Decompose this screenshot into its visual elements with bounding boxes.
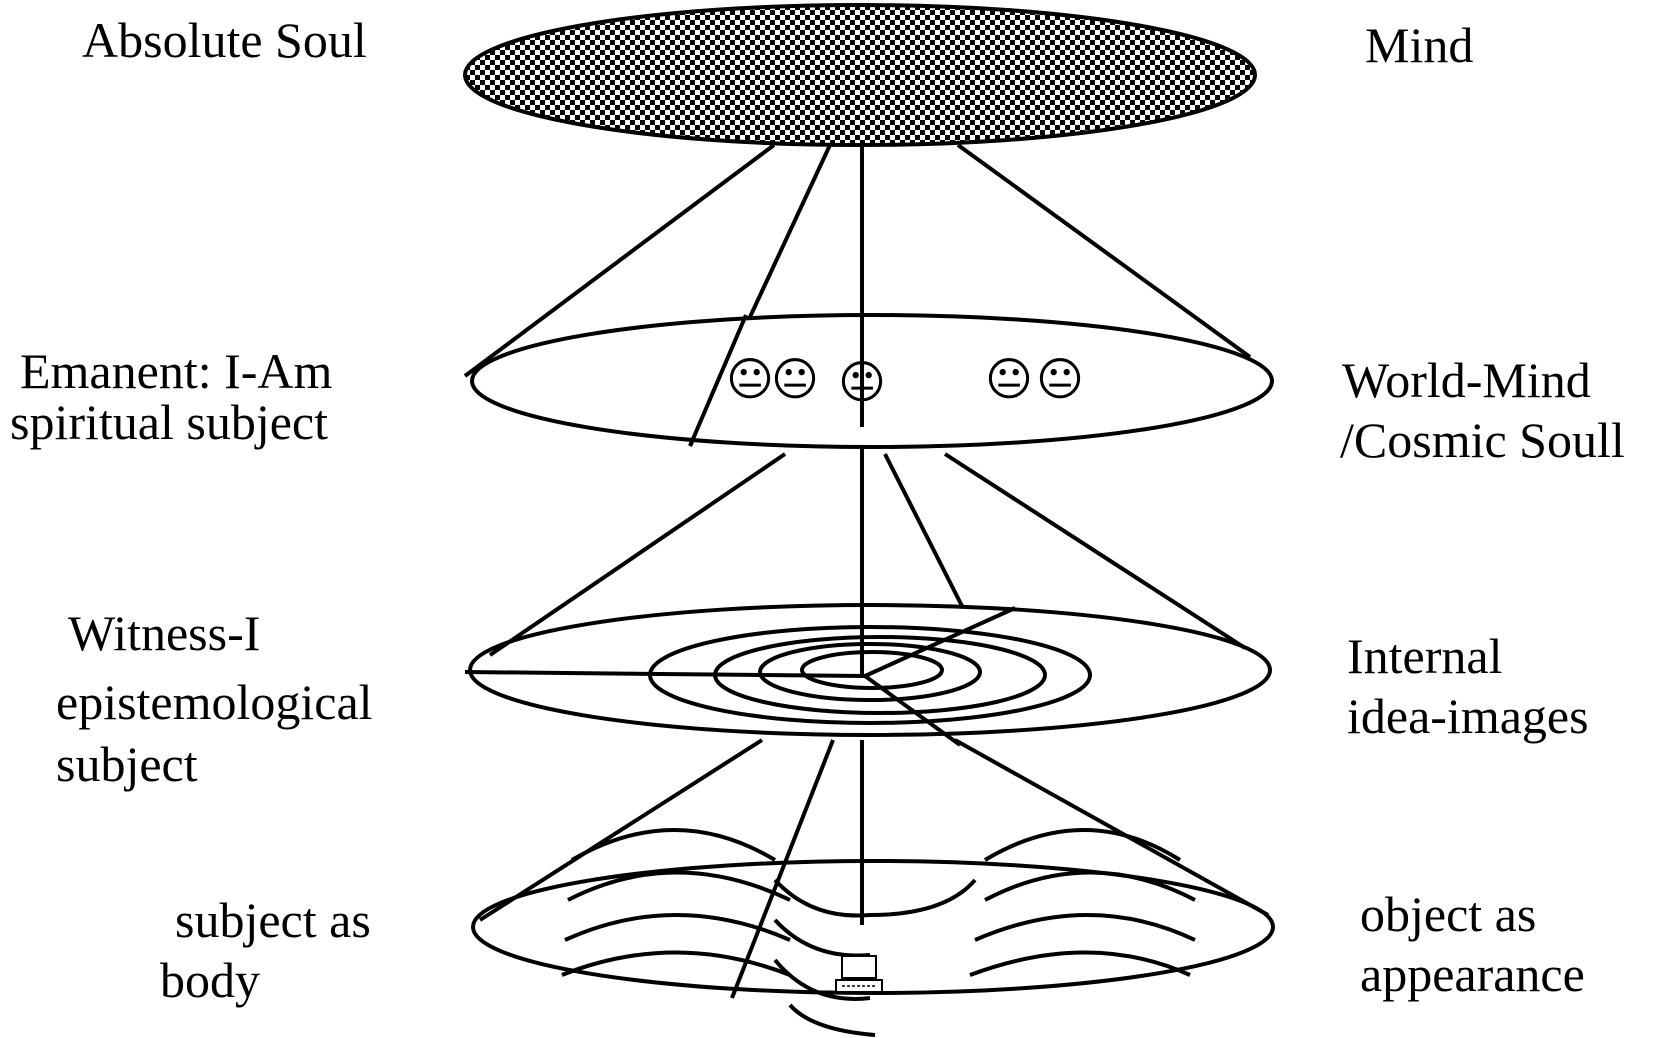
label-mind: Mind [1365,17,1474,73]
world-mind-ellipse [470,313,1274,449]
label-epistemological: epistemological [56,674,373,730]
label-idea-images: idea-images [1347,688,1589,744]
label-world-mind: World-Mind [1342,352,1591,408]
absolute-soul-ellipse [463,3,1257,147]
neutral-face-icon: 😐 [838,355,886,409]
middle-connector-lines [488,432,1247,676]
label-body: body [160,952,260,1008]
label-internal: Internal [1347,628,1503,684]
label-spiritual-subject: spiritual subject [10,394,328,450]
label-object-as: object as [1360,886,1537,942]
spiritual-subject-faces: 😐 😐 😐 😐 😐 [726,352,1084,409]
label-witness-i: Witness-I [68,605,261,661]
appearance-waves [561,828,1196,1037]
world-mind-lines [688,314,864,447]
neutral-face-icon: 😐 [771,352,819,406]
label-cosmic-soull: /Cosmic Soull [1340,412,1625,468]
lower-connector-lines [478,738,1269,999]
neutral-face-icon: 😐 [985,352,1033,406]
label-subject-as: subject as [175,892,371,948]
label-absolute-soul: Absolute Soul [82,12,367,68]
left-wave-group [561,828,791,977]
label-appearance: appearance [1360,946,1585,1002]
witness-level-ellipse [468,603,1272,737]
right-wave-group [969,828,1196,977]
neutral-face-icon: 😐 [726,352,774,406]
label-witness-subject: subject [56,736,198,792]
neutral-face-icon: 😐 [1036,352,1084,406]
computer-icon [835,955,883,993]
label-emanent-i-am: Emanent: I-Am [20,343,333,399]
witness-radial-lines [464,606,1016,747]
